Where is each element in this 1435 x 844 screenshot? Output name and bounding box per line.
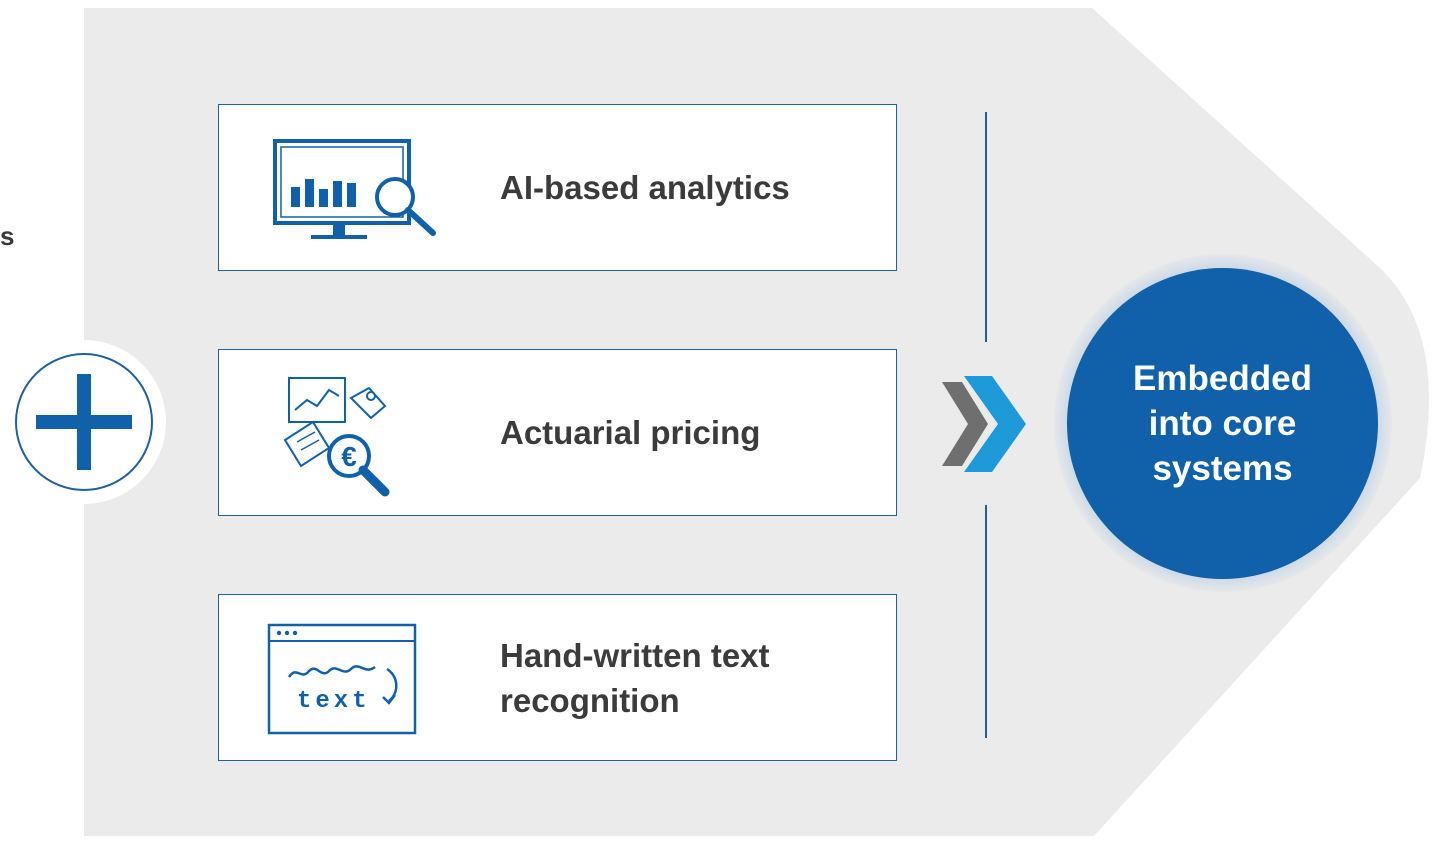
divider-line-bottom xyxy=(985,505,987,738)
card-label: AI-based analytics xyxy=(500,169,790,206)
plus-disc xyxy=(0,340,166,504)
handwriting-text-icon: text xyxy=(267,623,417,735)
card-actuarial-pricing: € Actuarial pricing xyxy=(218,349,897,516)
result-circle: Embedded into core systems xyxy=(1067,268,1378,579)
monitor-analytics-icon xyxy=(273,139,436,239)
svg-text:text: text xyxy=(297,688,371,715)
pricing-euro-search-icon: € xyxy=(283,377,390,497)
plus-icon xyxy=(36,374,132,470)
card-ai-analytics: AI-based analytics xyxy=(218,104,897,271)
svg-text:€: € xyxy=(341,441,357,472)
double-chevron-icon xyxy=(942,376,1026,472)
card-label: Hand-written text recognition xyxy=(500,636,770,719)
result-label: Embedded into core systems xyxy=(1133,359,1312,488)
left-partial-text: s xyxy=(0,221,15,251)
divider-line-top xyxy=(985,112,987,342)
card-label: Actuarial pricing xyxy=(500,414,761,451)
card-handwritten-text: text Hand-written text recognition xyxy=(218,594,897,761)
